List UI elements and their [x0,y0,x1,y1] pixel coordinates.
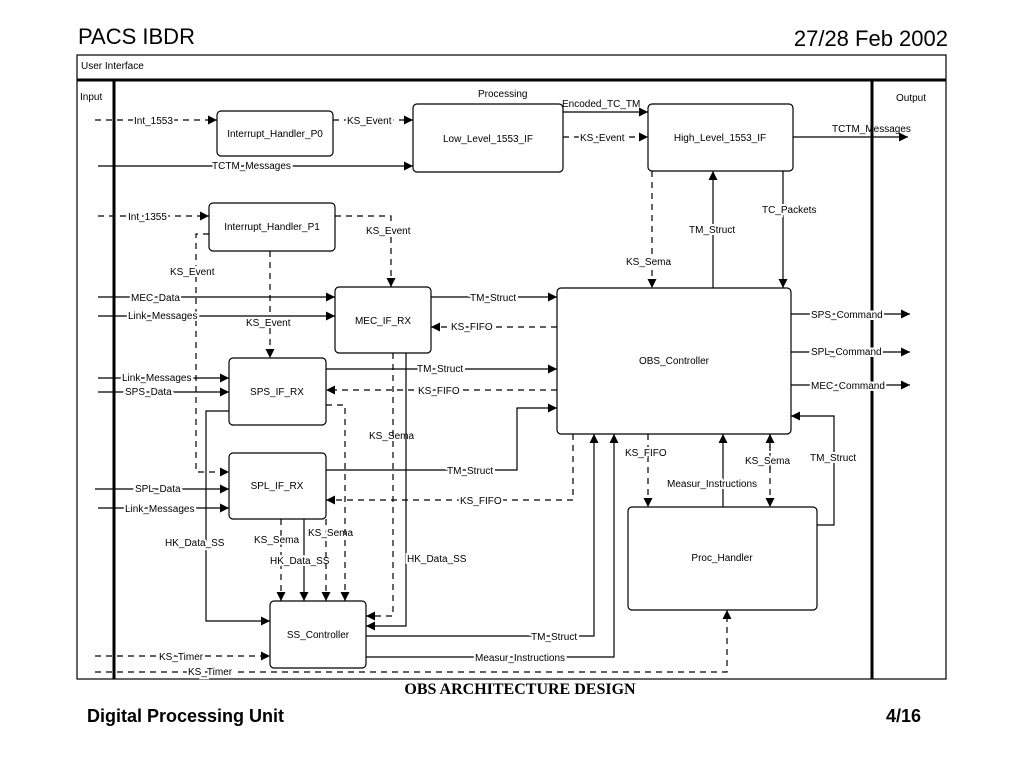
block-proc-handler-label: Proc_Handler [691,553,753,564]
diagram-frame [76,54,947,680]
label-spl-data: SPL_Data [135,484,181,495]
block-sps-if-rx-label: SPS_IF_RX [250,387,304,398]
block-interrupt-handler-p0-label: Interrupt_Handler_P0 [227,129,323,140]
block-interrupt-handler-p0 [216,110,334,157]
flow-tm-struct-ss-obs [366,434,599,637]
label-ks-sema-spl-2: KS_Sema [308,528,353,539]
label-measur-instructions-ss: Measur_Instructions [475,653,565,664]
label-link-messages-2: Link_Messages [122,373,191,384]
page-number: 4/16 [886,706,922,726]
flow-ks-sema-mec-ss [366,353,394,621]
region-user-interface: User Interface [81,61,144,72]
label-ks-sema-obs: KS_Sema [745,456,790,467]
region-processing: Processing [478,89,527,100]
label-tctm-messages-out: TCTM_Messages [832,124,911,135]
label-tc-packets: TC_Packets [762,205,816,216]
label-ks-event-5: KS_Event [246,318,291,329]
label-ks-timer-1: KS_Timer [159,652,204,663]
flow-ks-sema-sps-ss [326,404,350,601]
block-mec-if-rx [334,286,432,354]
block-high-level-1553-if-label: High_Level_1553_IF [674,133,766,144]
label-int-1355: Int_1355 [128,212,167,223]
region-input: Input [80,92,102,103]
flow-measur-instructions-ss [366,434,619,658]
label-ks-event-2: KS_Event [580,133,625,144]
label-int-1553: Int_1553 [134,116,173,127]
label-ks-event-1: KS_Event [347,116,392,127]
label-ks-timer-2: KS_Timer [188,667,233,678]
label-mec-data: MEC_Data [131,293,180,304]
header-date: 27/28 Feb 2002 [793,26,948,51]
label-ks-sema-mid: KS_Sema [369,431,414,442]
label-tm-struct-spl: TM_Struct [447,466,493,477]
label-ks-sema-spl-1: KS_Sema [254,535,299,546]
flow-hk-data-sps-ss [205,410,270,626]
footer-unit-name: Digital Processing Unit [87,706,285,726]
label-ks-event-4: KS_Event [170,267,215,278]
header-project-title: PACS IBDR [78,24,195,49]
label-hk-data-left: HK_Data_SS [165,538,225,549]
label-sps-data: SPS_Data [125,387,172,398]
label-link-messages-3: Link_Messages [125,504,194,515]
label-tm-struct-sps: TM_Struct [417,364,463,375]
label-spl-command: SPL_Command [811,347,882,358]
label-ks-sema-top: KS_Sema [626,257,671,268]
flow-ks-event-p1-mec [335,215,396,287]
flow-tm-struct-proc-obs [791,411,835,526]
block-low-level-1553-if [412,103,564,173]
label-hk-data-spl: HK_Data_SS [270,556,330,567]
label-tm-struct-mec: TM_Struct [470,293,516,304]
label-tm-struct-ss: TM_Struct [531,632,577,643]
flow-ks-timer-2 [95,610,732,673]
label-measur-instructions-mid: Measur_Instructions [667,479,757,490]
block-interrupt-handler-p1 [208,202,336,252]
label-tm-struct-hl: TM_Struct [689,225,735,236]
label-ks-fifo-spl: KS_FIFO [460,496,502,507]
region-output: Output [896,93,926,104]
block-interrupt-handler-p1-label: Interrupt_Handler_P1 [224,222,320,233]
block-mec-if-rx-label: MEC_IF_RX [355,316,411,327]
label-tm-struct-proc: TM_Struct [810,453,856,464]
label-tctm-messages-in: TCTM_Messages [212,161,291,172]
block-obs-controller-label: OBS_Controller [639,356,710,367]
label-mec-command: MEC_Command [811,381,885,392]
block-spl-if-rx-label: SPL_IF_RX [251,481,304,492]
block-obs-controller [556,287,792,435]
label-sps-command: SPS_Command [811,310,883,321]
flow-hk-data-mec-ss [366,353,407,631]
label-link-messages-1: Link_Messages [128,311,197,322]
label-hk-data-mec: HK_Data_SS [407,554,467,565]
label-encoded-tc-tm: Encoded_TC_TM [562,99,640,110]
flow-tm-struct-spl-obs [326,403,557,471]
block-spl-if-rx [228,452,327,520]
label-ks-fifo-sps: KS_FIFO [418,386,460,397]
diagram-caption: OBS ARCHITECTURE DESIGN [404,681,636,698]
block-ss-controller-label: SS_Controller [287,630,350,641]
flow-ks-event-p1-spl [195,233,229,477]
block-low-level-1553-if-label: Low_Level_1553_IF [443,134,533,145]
label-ks-event-3: KS_Event [366,226,411,237]
label-ks-fifo-mec: KS_FIFO [451,322,493,333]
label-ks-fifo-obs: KS_FIFO [625,448,667,459]
flow-ks-fifo-spl [326,434,574,505]
block-ss-controller [269,600,367,669]
